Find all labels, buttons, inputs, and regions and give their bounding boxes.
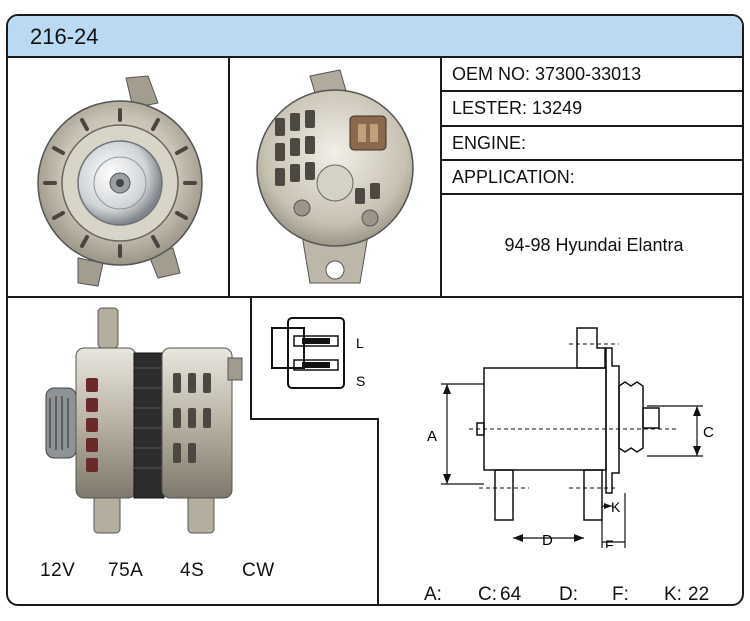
connector-diagram-box: L S xyxy=(250,298,379,420)
dim-f-label: F: xyxy=(612,584,629,605)
terminal-l-label: L xyxy=(356,335,364,351)
lester-value: 13249 xyxy=(532,98,583,118)
oem-number-row: OEM NO: 37300-33013 xyxy=(442,58,742,92)
engine-row: ENGINE: xyxy=(442,127,742,161)
spec-line: 12V 75A 4S CW xyxy=(40,560,275,582)
spec-groove: 4S xyxy=(180,560,205,581)
lester-label: LESTER: xyxy=(452,98,528,118)
engine-label: ENGINE: xyxy=(452,133,527,153)
product-card: 216-24 xyxy=(6,14,744,606)
dim-d-label: D: xyxy=(559,584,578,605)
spec-voltage: 12V xyxy=(40,560,76,581)
dim-k-marker: K xyxy=(611,499,621,515)
dimension-drawing: A C D K xyxy=(427,327,714,553)
dim-a-marker: A xyxy=(427,428,437,445)
spec-amperage: 75A xyxy=(108,560,144,581)
part-number-header: 216-24 xyxy=(8,16,742,58)
alternator-rear-photo xyxy=(256,69,414,284)
alternator-front-photo xyxy=(37,75,203,287)
rear-view-cell xyxy=(230,58,442,298)
dim-f-marker: F xyxy=(605,537,614,548)
application-row: APPLICATION: xyxy=(442,161,742,195)
info-table: OEM NO: 37300-33013 LESTER: 13249 ENGINE… xyxy=(442,58,742,298)
dim-d-marker: D xyxy=(542,532,553,548)
dim-c-label: C: xyxy=(478,584,497,605)
dimension-drawing-cell: A C D K xyxy=(379,298,742,605)
dim-k-value: 22 xyxy=(688,584,710,605)
part-number: 216-24 xyxy=(30,24,99,49)
front-view-cell xyxy=(8,58,230,298)
oem-value: 37300-33013 xyxy=(535,64,642,84)
dim-c-value: 64 xyxy=(500,584,522,605)
dim-k-label: K: xyxy=(664,584,682,605)
side-view-cell: L S 12V 75A 4S CW xyxy=(8,298,379,604)
oem-label: OEM NO: xyxy=(452,64,531,84)
lester-row: LESTER: 13249 xyxy=(442,92,742,127)
application-value: 94-98 Hyundai Elantra xyxy=(504,235,684,255)
spec-rotation: CW xyxy=(242,560,275,581)
dim-a-label: A: xyxy=(424,584,442,605)
connector-plug-diagram: L S xyxy=(271,317,365,389)
alternator-side-photo xyxy=(45,307,243,534)
dim-c-marker: C xyxy=(703,424,714,441)
application-label: APPLICATION: xyxy=(452,167,575,187)
terminal-s-label: S xyxy=(356,373,365,389)
